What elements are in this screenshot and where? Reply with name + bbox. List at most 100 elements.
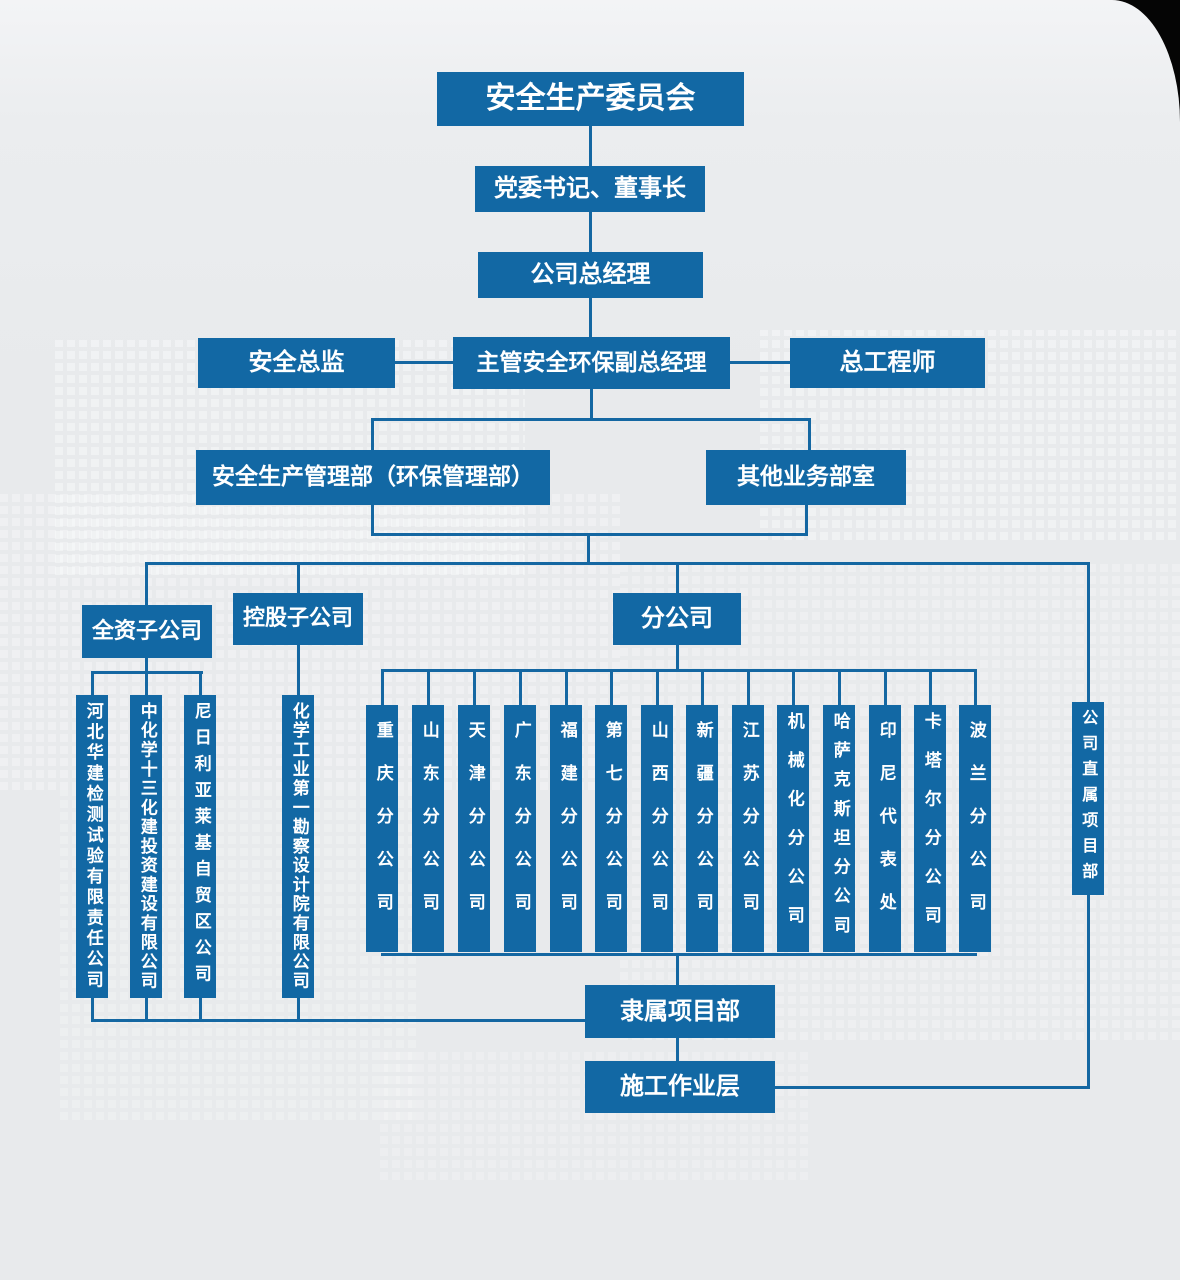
- node-branch: 重庆分公司: [366, 705, 398, 952]
- node-party-secretary-chairman: 党委书记、董事长: [475, 166, 705, 212]
- connector-line: [91, 1019, 588, 1022]
- node-branch-label: 印尼代表处: [875, 721, 896, 936]
- node-subsidiary-label: 中化学十三化建投资建设有限公司: [136, 702, 157, 991]
- node-branch: 印尼代表处: [869, 705, 901, 952]
- node-holding-subsidiaries: 控股子公司: [233, 593, 363, 645]
- node-direct-project-dept-label: 公司直属项目部: [1079, 709, 1099, 888]
- node-safety-committee: 安全生产委员会: [437, 72, 744, 126]
- connector-line: [884, 669, 887, 707]
- node-branch-companies: 分公司: [613, 593, 741, 645]
- connector-line: [565, 669, 568, 707]
- connector-line: [371, 504, 374, 536]
- node-deputy-gm-safety-env: 主管安全环保副总经理: [453, 337, 730, 389]
- connector-line: [1087, 894, 1090, 1089]
- connector-line: [1087, 562, 1090, 703]
- node-branch: 卡塔尔分公司: [914, 705, 946, 952]
- connector-line: [473, 669, 476, 707]
- node-branch-label: 江苏分公司: [738, 721, 759, 936]
- node-branch-label: 重庆分公司: [372, 721, 393, 936]
- connector-line: [589, 212, 592, 253]
- connector-line: [371, 418, 811, 421]
- node-branch-label: 山东分公司: [418, 721, 439, 936]
- node-branch-label: 山西分公司: [647, 721, 668, 936]
- connector-line: [145, 562, 148, 607]
- node-branch-label: 福建分公司: [556, 721, 577, 936]
- connector-line: [792, 669, 795, 707]
- connector-line: [91, 996, 94, 1021]
- node-subsidiary-label: 尼日利亚莱基自贸区公司: [190, 702, 211, 991]
- connector-line: [395, 361, 455, 364]
- connector-line: [91, 671, 94, 697]
- connector-line: [590, 389, 593, 420]
- connector-line: [676, 953, 679, 987]
- node-subsidiary-label: 河北华建检测试验有限责任公司: [82, 702, 103, 991]
- node-branch-label: 卡塔尔分公司: [920, 712, 941, 945]
- connector-line: [676, 644, 679, 672]
- connector-line: [808, 418, 811, 452]
- connector-line: [381, 953, 977, 956]
- node-construction-operation-layer: 施工作业层: [585, 1061, 775, 1113]
- node-branch-label: 广东分公司: [510, 721, 531, 936]
- connector-line: [297, 562, 300, 595]
- node-branch: 新疆分公司: [686, 705, 718, 952]
- node-branch-label: 第七分公司: [601, 721, 622, 936]
- node-branch: 福建分公司: [550, 705, 582, 952]
- node-general-manager: 公司总经理: [478, 252, 703, 298]
- node-branch: 广东分公司: [504, 705, 536, 952]
- connector-line: [587, 533, 590, 564]
- connector-line: [929, 669, 932, 707]
- node-direct-project-dept: 公司直属项目部: [1072, 702, 1104, 895]
- connector-line: [381, 669, 384, 707]
- node-branch: 江苏分公司: [732, 705, 764, 952]
- connector-line: [589, 298, 592, 338]
- node-branch: 天津分公司: [458, 705, 490, 952]
- connector-line: [974, 669, 977, 707]
- connector-line: [589, 126, 592, 167]
- node-wholly-owned-subsidiaries: 全资子公司: [82, 605, 212, 658]
- node-branch: 波兰分公司: [959, 705, 991, 952]
- connector-line: [610, 669, 613, 707]
- connector-line: [747, 669, 750, 707]
- connector-line: [145, 996, 148, 1021]
- node-branch-label: 新疆分公司: [692, 721, 713, 936]
- connector-line: [427, 669, 430, 707]
- node-branch: 机械化分公司: [777, 705, 809, 952]
- node-safety-director: 安全总监: [198, 338, 395, 388]
- connector-line: [145, 562, 1090, 565]
- node-branch-label: 天津分公司: [464, 721, 485, 936]
- node-branch: 山西分公司: [641, 705, 673, 952]
- node-subordinate-project-dept: 隶属项目部: [585, 985, 775, 1038]
- node-branch: 山东分公司: [412, 705, 444, 952]
- connector-line: [381, 669, 977, 672]
- node-subsidiary: 尼日利亚莱基自贸区公司: [184, 695, 216, 998]
- node-branch-label: 波兰分公司: [965, 721, 986, 936]
- connector-line: [775, 1086, 1089, 1089]
- node-branch: 哈萨克斯坦分公司: [823, 705, 855, 952]
- connector-line: [297, 644, 300, 696]
- node-subsidiary-label: 化学工业第一勘察设计院有限公司: [288, 702, 309, 991]
- connector-line: [676, 562, 679, 595]
- connector-line: [656, 669, 659, 707]
- connector-line: [297, 996, 300, 1021]
- connector-line: [371, 418, 374, 452]
- node-subsidiary: 中化学十三化建投资建设有限公司: [130, 695, 162, 998]
- connector-line: [199, 996, 202, 1021]
- node-branch: 第七分公司: [595, 705, 627, 952]
- connector-line: [838, 669, 841, 707]
- connector-line: [805, 504, 808, 536]
- node-other-business-depts: 其他业务部室: [706, 450, 906, 505]
- connector-line: [728, 361, 791, 364]
- connector-line: [145, 671, 148, 697]
- map-dots-pattern: [60, 790, 420, 1120]
- node-subsidiary: 化学工业第一勘察设计院有限公司: [282, 695, 314, 998]
- connector-line: [676, 1037, 679, 1063]
- connector-line: [519, 669, 522, 707]
- node-chief-engineer: 总工程师: [790, 338, 985, 388]
- node-branch-label: 哈萨克斯坦分公司: [829, 712, 850, 945]
- node-safety-production-dept: 安全生产管理部（环保管理部）: [196, 450, 550, 505]
- connector-line: [701, 669, 704, 707]
- connector-line: [145, 657, 148, 674]
- connector-line: [199, 671, 202, 697]
